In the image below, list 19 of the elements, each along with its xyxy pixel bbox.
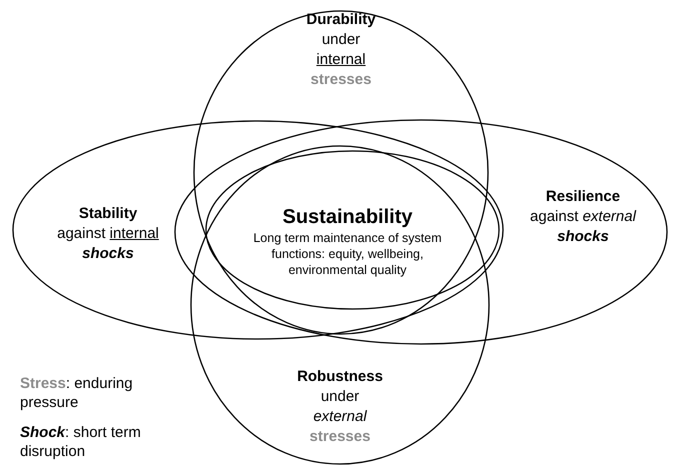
heading: Resilience (546, 187, 620, 207)
caption-text: against (57, 224, 106, 244)
heading: Sustainability (282, 205, 413, 230)
caption-text: internal (110, 224, 159, 244)
definition-note: Shock: short term disruption (20, 423, 142, 461)
caption-text: shocks (82, 244, 134, 264)
caption-text: shocks (557, 227, 609, 247)
caption-text: under (322, 30, 360, 50)
heading: Stability (78, 204, 138, 224)
caption-text: internal (316, 50, 366, 70)
heading: Durability (306, 10, 376, 30)
caption-text: external (313, 407, 367, 427)
caption-text: stresses (310, 427, 370, 447)
caption-text: stresses (310, 70, 372, 90)
definition-note: Stress: enduring pressure (20, 374, 134, 412)
heading: Robustness (297, 367, 383, 387)
description-text: Long term maintenance of system functions: equity, wellbeing, environmental quality (252, 230, 443, 278)
caption-text: against external (530, 207, 636, 227)
caption-text: under (320, 387, 360, 407)
